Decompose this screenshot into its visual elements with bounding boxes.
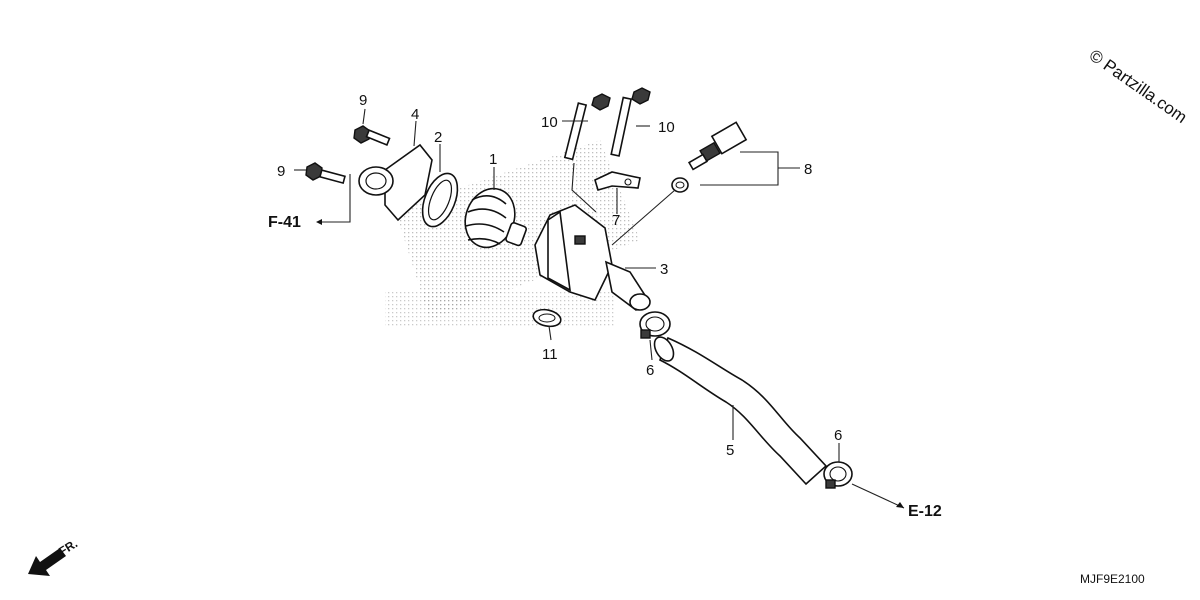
o-ring-11 [532, 308, 562, 328]
reference-e12-arrow [896, 502, 904, 508]
callout-10-left: 10 [541, 114, 558, 131]
callout-3: 3 [660, 261, 668, 278]
front-direction-arrow: FR. [28, 536, 80, 576]
copyright-text: © Partzilla.com [1086, 46, 1191, 127]
callout-1: 1 [489, 151, 497, 168]
hose-clamp-6-upper [639, 311, 671, 339]
bolt-9-upper [353, 125, 391, 146]
callout-numbers: 9 9 4 2 1 10 10 7 3 8 11 6 5 6 [277, 92, 842, 459]
bracket-7 [594, 171, 641, 191]
callout-10-right: 10 [658, 119, 675, 136]
reference-f41-arrow [316, 219, 322, 225]
callout-6-lower: 6 [834, 427, 842, 444]
bolt-9-lower [305, 162, 346, 185]
callout-9-upper: 9 [359, 92, 367, 109]
leader-lines [294, 108, 905, 509]
water-hose-5 [653, 336, 828, 486]
callout-8: 8 [804, 161, 812, 178]
thermostat-housing-3 [534, 204, 651, 312]
callout-5: 5 [726, 442, 734, 459]
callout-6-upper: 6 [646, 362, 654, 379]
callout-7: 7 [612, 212, 620, 229]
callout-11: 11 [542, 346, 558, 363]
reference-e12: E-12 [908, 503, 942, 520]
bolt-10-right [610, 87, 651, 157]
gasket-2 [421, 172, 459, 228]
callout-2: 2 [434, 129, 442, 146]
thermostat-1 [464, 187, 527, 249]
hose-clamp-6-lower [823, 461, 853, 489]
reference-f41: F-41 [268, 214, 301, 231]
callout-4: 4 [411, 106, 419, 123]
diagram-code: MJF9E2100 [1080, 572, 1145, 586]
callout-9-lower: 9 [277, 163, 285, 180]
temp-sensor-8 [671, 121, 748, 193]
bolt-10-left [563, 93, 611, 161]
